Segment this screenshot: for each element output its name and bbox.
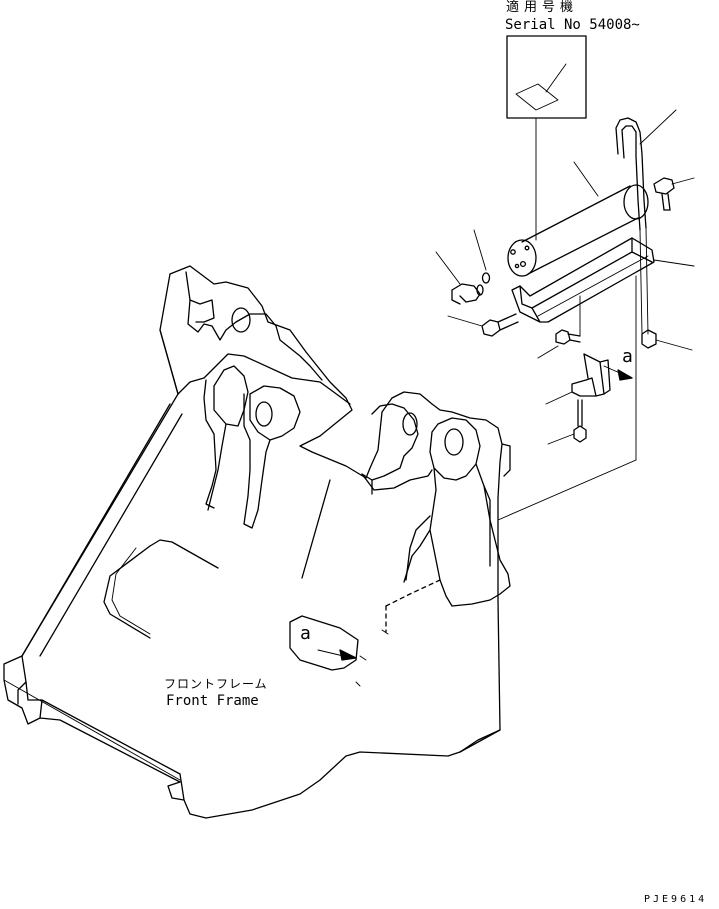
reference-mark-upper: a (622, 346, 633, 367)
reference-mark-lower: a (300, 623, 311, 644)
drawing-code: PJE9614 (644, 894, 708, 905)
front-frame (3, 265, 511, 819)
tank-assembly (435, 109, 695, 521)
front-frame-label-jp: フロントフレーム (164, 677, 268, 691)
front-frame-label-en: Front Frame (166, 693, 259, 709)
applicable-machine-label: 適用号機 (506, 0, 579, 15)
serial-inset-box (506, 35, 587, 241)
serial-number-range: Serial No 54008~ (505, 17, 640, 33)
